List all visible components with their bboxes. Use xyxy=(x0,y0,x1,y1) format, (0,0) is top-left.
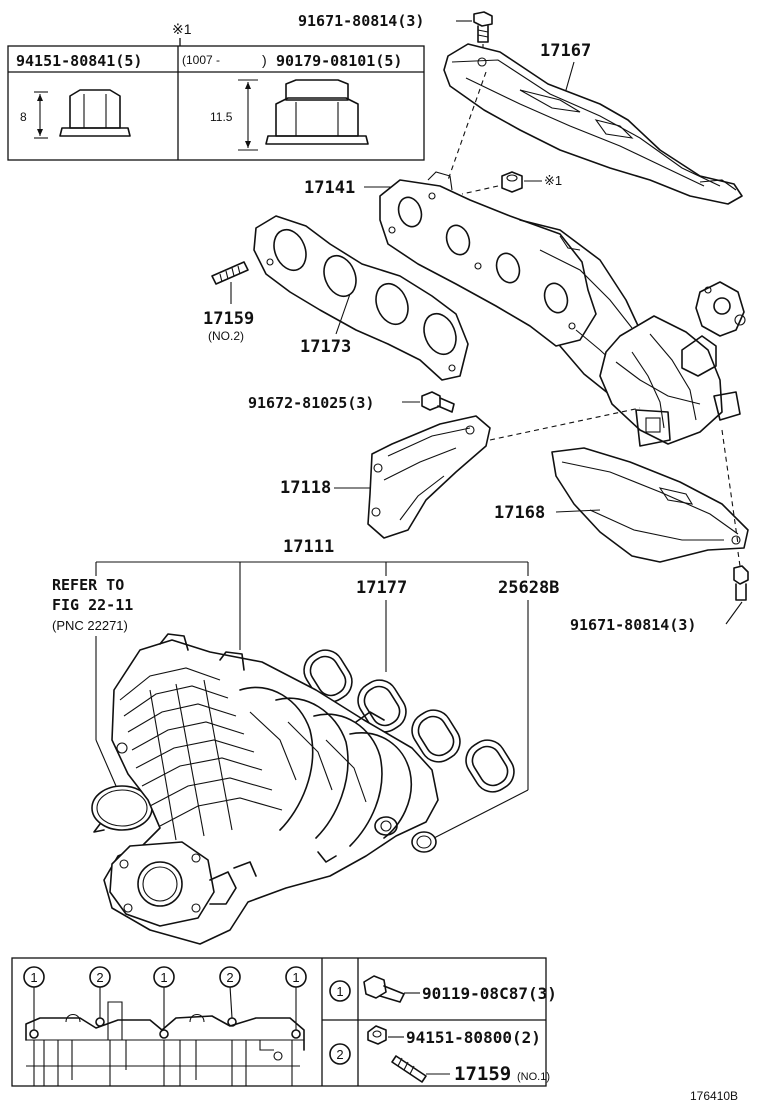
ring-gasket-small-drawing xyxy=(411,831,437,853)
tighten-point-2b xyxy=(219,966,241,988)
legend-key-1 xyxy=(329,980,351,1002)
tighten-point-1a xyxy=(23,966,45,988)
heat-insulator-upper-drawing xyxy=(443,43,743,205)
flange-nut-small-drawing xyxy=(34,89,131,139)
legend-key-2 xyxy=(329,1043,351,1065)
nut-right-close: ) xyxy=(262,52,267,68)
svg-text:1: 1 xyxy=(160,970,167,985)
label-bolt-lower: 91671-80814(3) xyxy=(570,616,696,634)
stud-upper-drawing xyxy=(211,261,249,285)
stay-bracket-drawing xyxy=(367,415,491,539)
label-bolt-mid: 91672-81025(3) xyxy=(248,394,374,412)
nut-left-part-number: 94151-80841(5) xyxy=(16,52,142,70)
exhaust-gasket-drawing xyxy=(253,215,469,381)
svg-text:1: 1 xyxy=(30,970,37,985)
label-stud-upper: 17159 xyxy=(203,309,254,329)
table-note-mark: ※1 xyxy=(172,21,192,37)
label-intake-gasket: 17177 xyxy=(356,578,407,598)
intake-manifold-drawing xyxy=(103,633,439,945)
legend-stud-drawing xyxy=(391,1055,427,1083)
label-gasket-ring: 25628B xyxy=(498,578,559,598)
svg-text:2: 2 xyxy=(226,970,233,985)
legend-frame xyxy=(11,957,547,1087)
nut-variant-table: ※1 94151-80841(5) (1007 - ) 90179-08101(… xyxy=(7,21,425,161)
label-refer-line2: FIG 22-11 xyxy=(52,596,133,614)
figure-id: 176410B xyxy=(690,1089,738,1103)
table-frame xyxy=(7,45,425,161)
nut-right-dimension: 11.5 xyxy=(210,110,233,124)
label-refer-line3: (PNC 22271) xyxy=(52,618,128,633)
svg-text:1: 1 xyxy=(292,970,299,985)
label-heat-insulator-upper: 17167 xyxy=(540,41,591,61)
label-exhaust-manifold: 17141 xyxy=(304,178,355,198)
legend-item2-stud: 17159 xyxy=(454,1063,511,1085)
svg-text:2: 2 xyxy=(336,1047,343,1062)
fastener-legend: 1 2 1 2 1 1 90119-08C87(3) 2 94151-80800… xyxy=(11,957,557,1087)
bolt-top-drawing xyxy=(473,11,493,43)
heat-insulator-lower-drawing xyxy=(551,447,749,563)
legend-nut-drawing xyxy=(367,1025,387,1045)
nut-right-range: (1007 - xyxy=(182,53,220,67)
svg-text:1: 1 xyxy=(336,984,343,999)
flange-nut-tall-drawing xyxy=(238,79,369,151)
nut-right-part-number: 90179-08101(5) xyxy=(276,52,402,70)
note-mark-nut: ※1 xyxy=(544,173,562,188)
tighten-point-1c xyxy=(285,966,307,988)
label-stay: 17118 xyxy=(280,478,331,498)
bolt-mid-drawing xyxy=(421,391,455,413)
flange-nut-drawing xyxy=(501,171,523,193)
tighten-point-1b xyxy=(153,966,175,988)
label-exhaust-gasket: 17173 xyxy=(300,337,351,357)
label-refer-line1: REFER TO xyxy=(52,576,124,594)
svg-text:2: 2 xyxy=(96,970,103,985)
legend-item2-stud-sub: (NO.1) xyxy=(517,1071,550,1083)
nut-left-dimension: 8 xyxy=(20,110,27,124)
label-heat-insulator-lower: 17168 xyxy=(494,503,545,523)
bolt-lower-drawing xyxy=(733,565,749,601)
label-stud-upper-sub: (NO.2) xyxy=(208,329,244,343)
label-bolt-top: 91671-80814(3) xyxy=(298,12,424,30)
legend-item2-part: 94151-80800(2) xyxy=(406,1028,541,1047)
label-intake-manifold: 17111 xyxy=(283,537,334,557)
legend-bolt-drawing xyxy=(363,975,405,1003)
intake-gasket-drawing xyxy=(303,649,515,793)
exhaust-manifold-drawing xyxy=(379,171,746,447)
legend-item1-part: 90119-08C87(3) xyxy=(422,984,557,1003)
tighten-point-2a xyxy=(89,966,111,988)
